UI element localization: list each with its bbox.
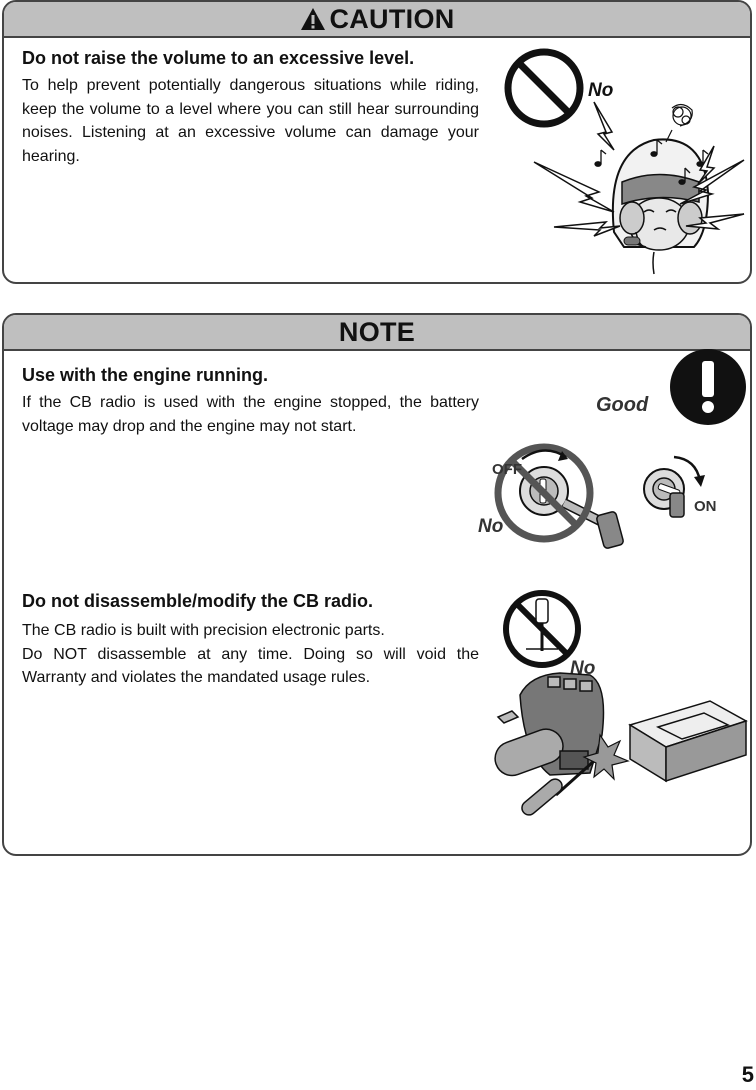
on-label: ON — [694, 498, 717, 515]
caution-heading: Do not raise the volume to an excessive … — [22, 48, 415, 68]
disassemble-heading: Do not disassemble/modify the CB radio. — [22, 591, 374, 611]
exclamation-circle-icon — [670, 349, 746, 425]
spark-icon — [582, 733, 630, 781]
screwdriver-icon — [521, 759, 596, 816]
prohibition-icon — [504, 48, 584, 128]
caution-no-label: No — [588, 80, 613, 101]
page-number: 5 — [741, 1062, 754, 1087]
engine-body-text: If the CB radio is used with the engine … — [22, 394, 479, 435]
disassembly-illustration: No — [494, 590, 748, 816]
engine-body: If the CB radio is used with the engine … — [22, 391, 479, 438]
engine-heading: Use with the engine running. — [22, 365, 269, 385]
loud-helmet-illustration: No — [504, 48, 745, 275]
disassemble-body-1: The CB radio is built with precision ele… — [22, 622, 385, 639]
good-label: Good — [596, 394, 649, 416]
disassemble-body-2: Do NOT disassemble at any time. Doing so… — [22, 645, 479, 687]
handlebar-switch-icon — [494, 672, 605, 777]
caution-body: To help prevent potentially dangerous si… — [22, 74, 479, 168]
radio-unit-icon — [628, 700, 748, 783]
warning-triangle-icon — [301, 8, 326, 30]
ignition-on-icon — [643, 455, 705, 518]
caution-title: CAUTION — [329, 3, 455, 34]
note-box: NOTE Use with the engine running. If the… — [2, 313, 752, 856]
disassemble-body: The CB radio is built with precision ele… — [22, 619, 479, 690]
ignition-illustration: Good OFF No ON — [478, 349, 746, 549]
engine-no-label: No — [478, 516, 503, 537]
dizzy-icon — [671, 103, 693, 127]
note-title: NOTE — [338, 316, 416, 347]
caution-body-text: To help prevent potentially dangerous si… — [22, 77, 479, 165]
caution-header: CAUTION — [4, 2, 750, 38]
no-screwdriver-icon — [503, 590, 581, 668]
off-label: OFF — [492, 461, 522, 478]
caution-box: CAUTION Do not raise the volume to an ex… — [2, 0, 752, 284]
ignition-off-icon — [494, 443, 624, 549]
note-header: NOTE — [4, 315, 750, 351]
